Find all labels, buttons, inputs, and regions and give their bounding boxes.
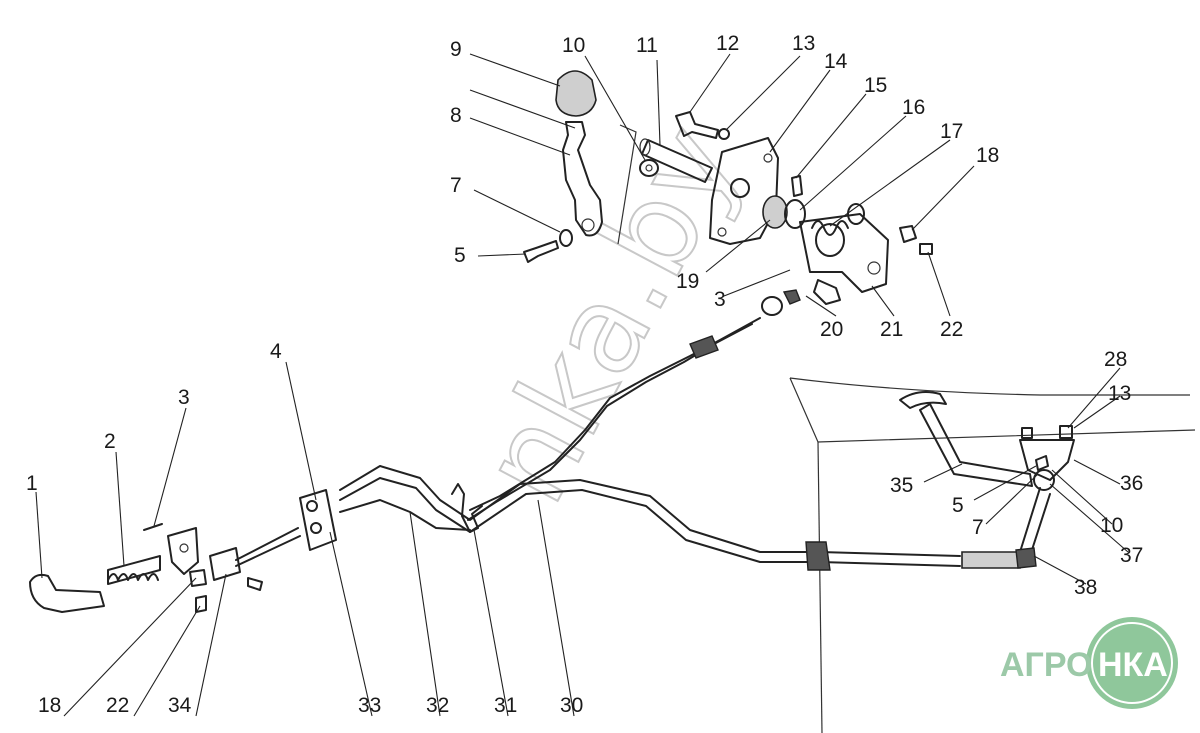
watermark: nka.by bbox=[455, 104, 767, 524]
callout-2: 2 bbox=[104, 430, 116, 453]
callout-11: 11 bbox=[636, 34, 658, 57]
pedal-bracket bbox=[1015, 425, 1075, 569]
callout-37: 37 bbox=[1120, 544, 1143, 567]
callout-35: 35 bbox=[890, 474, 913, 497]
callout-10-right: 10 bbox=[1100, 514, 1123, 537]
logo-left-text: АГРО bbox=[1000, 646, 1093, 684]
callout-1: 1 bbox=[26, 472, 38, 495]
callout-28: 28 bbox=[1104, 348, 1127, 371]
callout-15: 15 bbox=[864, 74, 887, 97]
bracket-plate bbox=[709, 137, 779, 245]
bolt-22-left bbox=[195, 595, 207, 613]
callout-16: 16 bbox=[902, 96, 925, 119]
callout-32: 32 bbox=[426, 694, 449, 717]
cable-33-link bbox=[339, 499, 471, 531]
callout-38: 38 bbox=[1074, 576, 1097, 599]
callout-20: 20 bbox=[820, 318, 843, 341]
lever-knob bbox=[555, 70, 597, 117]
nut-19 bbox=[761, 289, 801, 316]
bolt-12 bbox=[675, 111, 730, 140]
callout-18-bottom: 18 bbox=[38, 694, 61, 717]
logo-circle bbox=[1086, 617, 1178, 709]
agronka-logo: АГРО НКА bbox=[1000, 617, 1178, 709]
callout-7-right: 7 bbox=[972, 516, 984, 539]
callout-13-top: 13 bbox=[792, 32, 815, 55]
shaft-11 bbox=[639, 138, 713, 183]
pedal-35 bbox=[899, 391, 1033, 487]
nut-18-top bbox=[899, 225, 917, 243]
callout-labels: 1 2 3 4 5 7 8 9 10 11 12 13 14 15 16 17 … bbox=[26, 32, 1143, 717]
bushing-16 bbox=[762, 195, 806, 229]
leader-lines bbox=[35, 53, 1129, 717]
cable-block bbox=[299, 489, 337, 551]
callout-18-top: 18 bbox=[976, 144, 999, 167]
callout-33: 33 bbox=[358, 694, 381, 717]
spring-clip bbox=[617, 124, 637, 245]
callout-3-left: 3 bbox=[178, 386, 190, 409]
clip-31 bbox=[451, 483, 483, 533]
callout-8: 8 bbox=[450, 104, 462, 127]
callout-5-right: 5 bbox=[952, 494, 964, 517]
cab-panel-outline bbox=[789, 377, 1196, 733]
callout-31: 31 bbox=[494, 694, 517, 717]
washer-10 bbox=[639, 159, 659, 177]
pin-3-left bbox=[143, 523, 163, 531]
callout-12: 12 bbox=[716, 32, 739, 55]
pin-15 bbox=[791, 175, 803, 197]
callout-30: 30 bbox=[560, 694, 583, 717]
bolt-22-top bbox=[919, 243, 933, 255]
callout-13-right: 13 bbox=[1108, 382, 1131, 405]
lever-21 bbox=[799, 203, 889, 293]
callout-22-bottom: 22 bbox=[106, 694, 129, 717]
clevis-20 bbox=[813, 279, 841, 305]
callout-9: 9 bbox=[450, 38, 462, 61]
callout-10-top: 10 bbox=[562, 34, 585, 57]
cable-32 bbox=[339, 465, 1021, 571]
callout-7-top: 7 bbox=[450, 174, 462, 197]
coupler-34 bbox=[209, 527, 301, 581]
washer-7 bbox=[559, 229, 573, 247]
callout-19: 19 bbox=[676, 270, 699, 293]
logo-right-text: НКА bbox=[1098, 646, 1168, 684]
callout-4: 4 bbox=[270, 340, 282, 363]
bolt-5 bbox=[523, 240, 559, 263]
bracket-1 bbox=[29, 573, 105, 613]
callout-14: 14 bbox=[824, 50, 848, 73]
spring-17 bbox=[811, 220, 849, 257]
spring-2 bbox=[107, 555, 161, 585]
nut-18-left bbox=[189, 569, 207, 587]
shift-lever bbox=[562, 121, 603, 237]
callout-34: 34 bbox=[168, 694, 192, 717]
callout-5-top: 5 bbox=[454, 244, 466, 267]
callout-21: 21 bbox=[880, 318, 903, 341]
bracket-plate-left bbox=[167, 527, 199, 575]
callout-22-top: 22 bbox=[940, 318, 963, 341]
callout-17: 17 bbox=[940, 120, 963, 143]
callout-3-top: 3 bbox=[714, 288, 726, 311]
screw-small bbox=[247, 577, 263, 591]
callout-36: 36 bbox=[1120, 472, 1143, 495]
